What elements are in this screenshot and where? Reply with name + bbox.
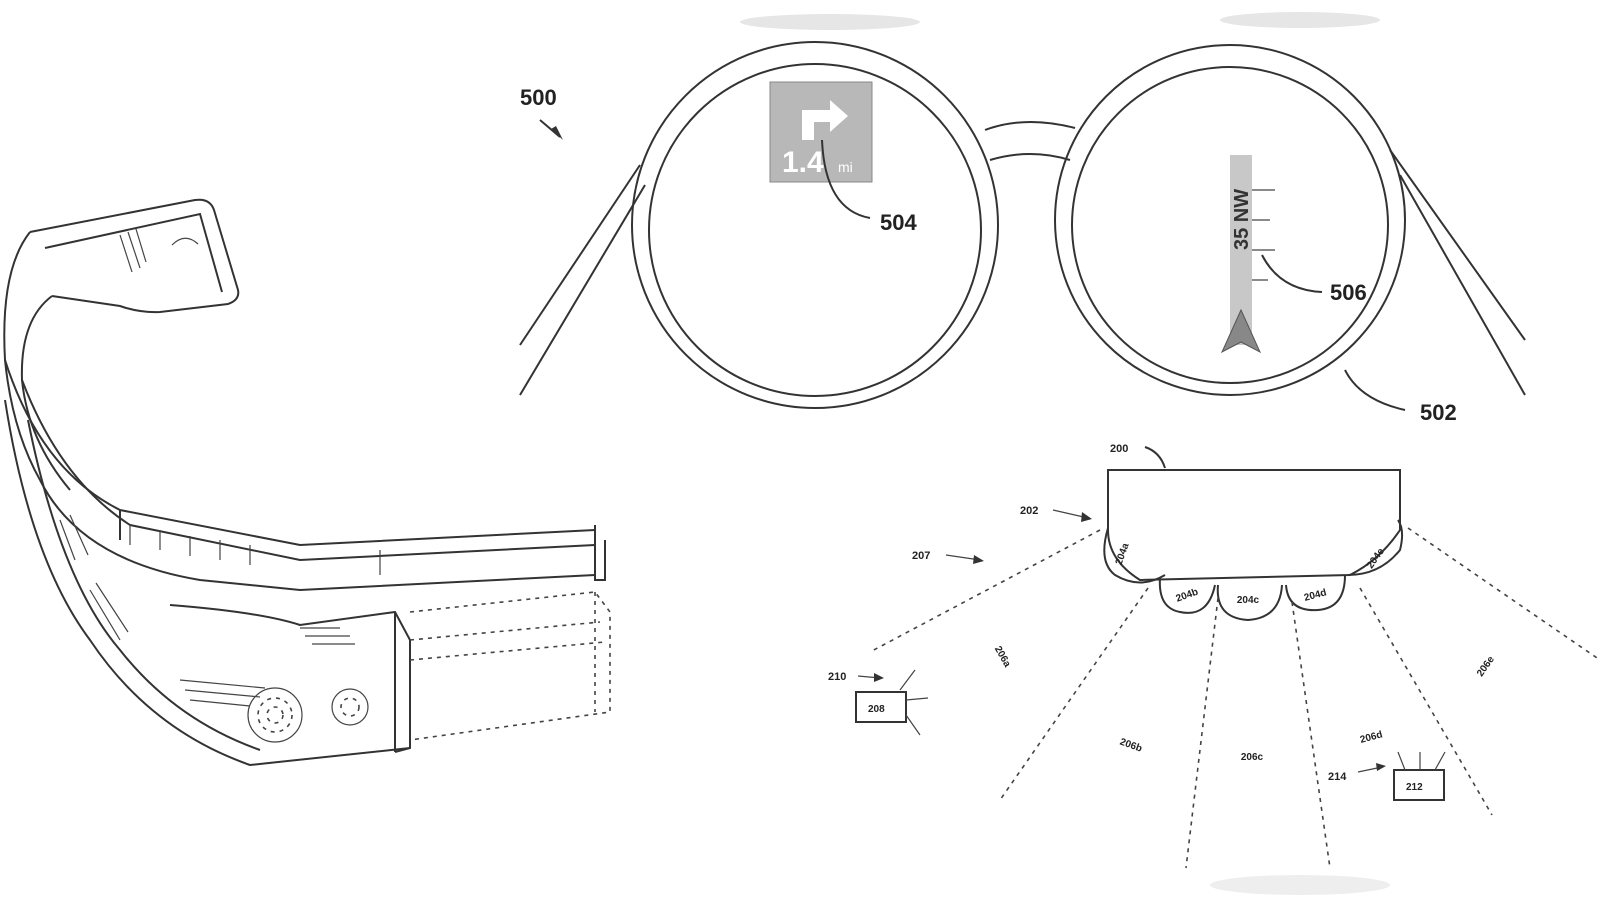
ref-506: 506 xyxy=(1330,280,1367,305)
lobe-label-204d: 204d xyxy=(1303,587,1328,604)
headset-drawing xyxy=(3,198,611,767)
zone-label-206c: 206c xyxy=(1241,752,1264,763)
ref-202: 202 xyxy=(1020,505,1038,517)
heading-readout: 35 NW xyxy=(1231,189,1253,250)
ref-212: 212 xyxy=(1406,782,1423,793)
lobe-label-204a: 204a xyxy=(1114,541,1132,566)
ref-210: 210 xyxy=(828,671,846,683)
lobe-label-204c: 204c xyxy=(1237,595,1260,606)
top-shading xyxy=(740,12,1390,895)
eyeglasses-drawing: 1.4 mi 35 NW 500 504 506 502 xyxy=(519,41,1526,425)
zone-label-206a: 206a xyxy=(992,644,1013,669)
ref-500: 500 xyxy=(520,85,557,110)
heading-display-tape: 35 NW xyxy=(1220,155,1275,354)
zone-label-206e: 206e xyxy=(1475,654,1497,679)
display-unit: mi xyxy=(838,159,853,175)
zone-label-206b: 206b xyxy=(1118,737,1143,755)
display-distance: 1.4 xyxy=(782,146,824,179)
ref-502: 502 xyxy=(1420,400,1457,425)
ref-207: 207 xyxy=(912,550,930,562)
ref-200: 200 xyxy=(1110,443,1128,455)
zone-labels: 206a 206b 206c 206d 206e xyxy=(992,644,1497,763)
ref-208: 208 xyxy=(868,704,885,715)
navigation-display-panel: 1.4 mi xyxy=(769,81,873,183)
zone-label-206d: 206d xyxy=(1359,729,1384,746)
ref-214: 214 xyxy=(1328,771,1347,783)
lobe-label-204b: 204b xyxy=(1175,587,1200,605)
ref-504: 504 xyxy=(880,210,917,235)
